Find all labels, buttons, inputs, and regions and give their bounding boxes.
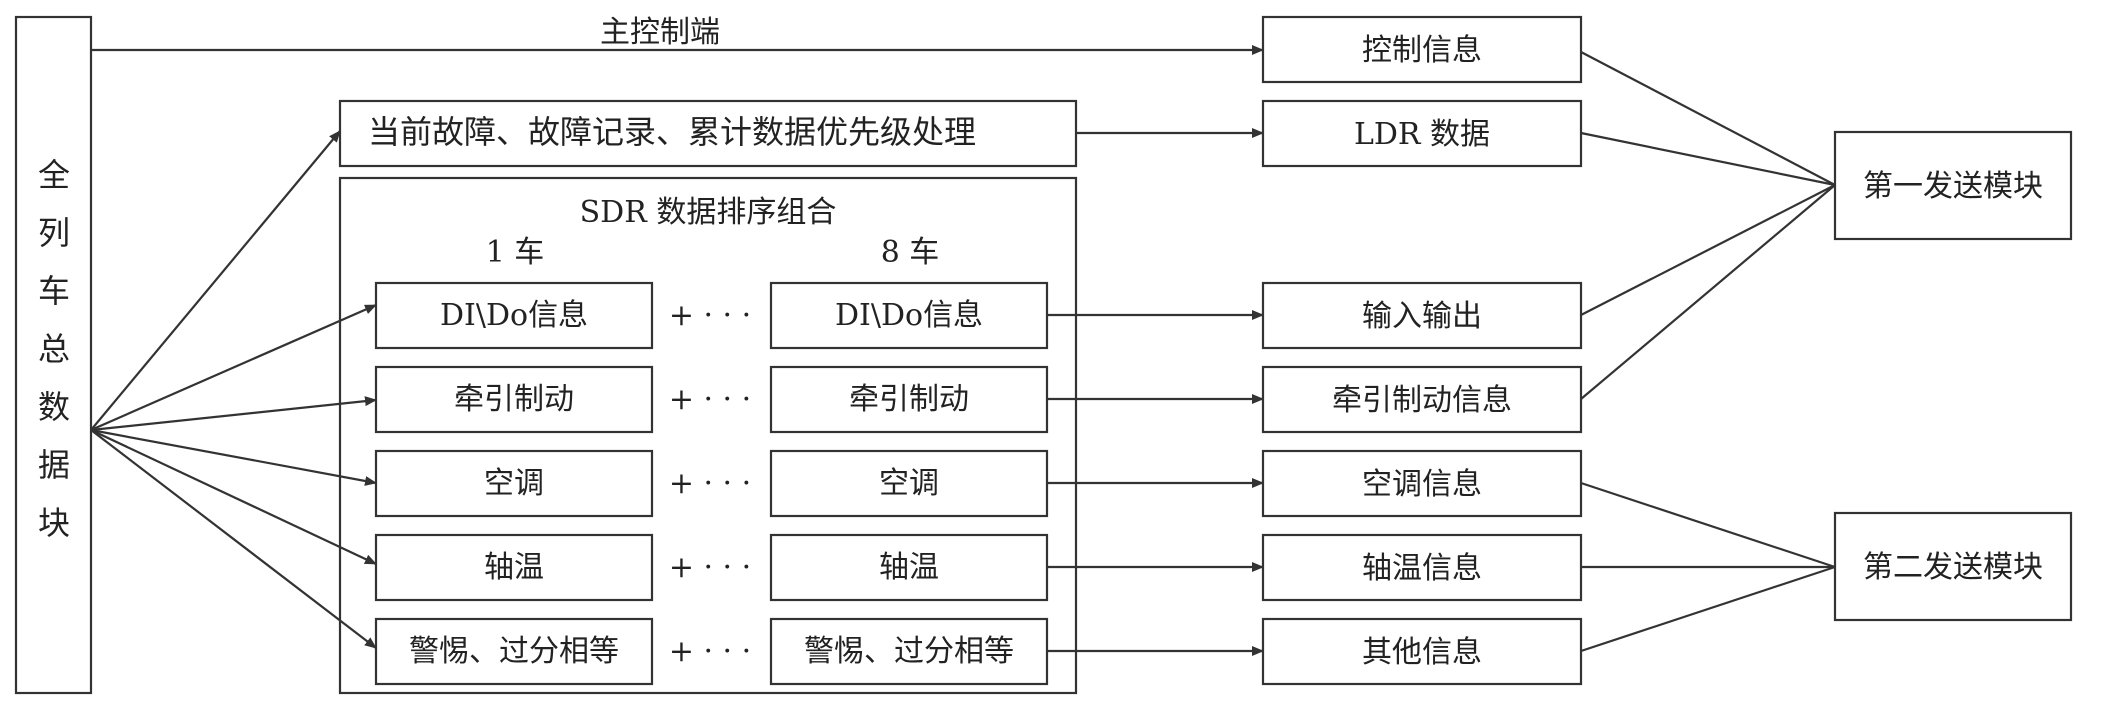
car1-ac-label: 空调 — [484, 466, 544, 501]
car8-axle-temp-box — [769, 533, 1049, 602]
car8-di-do-box — [769, 281, 1049, 350]
line-io-to-first-module — [1580, 184, 1836, 316]
car1-traction-brake-box — [374, 365, 654, 434]
output-control-info-box — [1261, 15, 1583, 84]
line-control-to-first-module — [1580, 51, 1836, 186]
sdr-group: SDR 数据排序组合 1 车 8 车 DI\Do信息 + · · · DI\Do… — [338, 176, 1078, 695]
arrow-to-car1-traction-brake — [90, 396, 377, 432]
sdr-group-title: SDR 数据排序组合 — [580, 195, 837, 230]
output-axle-temp-label: 轴温信息 — [1362, 551, 1482, 586]
source-char: 据 — [38, 446, 70, 484]
output-traction-brake-label: 牵引制动信息 — [1332, 383, 1512, 418]
top-link-label: 主控制端 — [600, 15, 720, 50]
arrow-to-car1-ac — [90, 428, 377, 486]
ellipsis: + · · · — [669, 382, 751, 417]
source-char: 数 — [38, 388, 70, 426]
car1-traction-brake-label: 牵引制动 — [454, 382, 574, 417]
line-traction-to-first-module — [1580, 184, 1836, 400]
source-char: 块 — [38, 504, 70, 542]
output-ldr-data-box — [1261, 99, 1583, 168]
car1-vigilance-label: 警惕、过分相等 — [409, 634, 619, 669]
source-block: 全 列 车 总 数 据 块 — [14, 15, 93, 695]
priority-box-label: 当前故障、故障记录、累计数据优先级处理 — [368, 113, 976, 151]
output-traction-brake-box — [1261, 365, 1583, 434]
car8-vigilance-box — [769, 617, 1049, 686]
first-send-module-label: 第一发送模块 — [1863, 169, 2043, 204]
car8-traction-brake-label: 牵引制动 — [849, 382, 969, 417]
ellipsis: + · · · — [669, 298, 751, 333]
output-ldr-data-label: LDR 数据 — [1354, 117, 1490, 152]
source-char: 全 — [38, 156, 70, 194]
car8-ac-box — [769, 449, 1049, 518]
priority-box: 当前故障、故障记录、累计数据优先级处理 — [338, 99, 1078, 168]
output-io-box — [1261, 281, 1583, 350]
car1-di-do-box — [374, 281, 654, 350]
arrow-to-car1-axle-temp — [90, 429, 377, 565]
output-boxes: 控制信息 LDR 数据 输入输出 牵引制动信息 空调信息 轴温信息 其他信息 — [1261, 15, 1583, 686]
source-char: 总 — [38, 330, 70, 368]
output-control-info-label: 控制信息 — [1362, 33, 1482, 68]
ellipsis: + · · · — [669, 550, 751, 585]
source-char: 车 — [38, 272, 70, 310]
output-ac-label: 空调信息 — [1362, 467, 1482, 502]
car8-vigilance-label: 警惕、过分相等 — [804, 634, 1014, 669]
send-modules: 第一发送模块 第二发送模块 — [1833, 130, 2073, 622]
output-ac-box — [1261, 449, 1583, 518]
col-first-label: 1 车 — [486, 235, 545, 270]
second-send-module-box — [1833, 511, 2073, 622]
car1-vigilance-box — [374, 617, 654, 686]
car1-axle-temp-box — [374, 533, 654, 602]
ellipsis: + · · · — [669, 466, 751, 501]
arrow-to-car1-di-do — [90, 303, 377, 432]
line-ac-to-second-module — [1580, 481, 1836, 569]
car8-traction-brake-box — [769, 365, 1049, 434]
car1-axle-temp-label: 轴温 — [484, 550, 544, 585]
second-send-module-label: 第二发送模块 — [1863, 550, 2043, 585]
arrow-to-priority-box — [90, 130, 341, 431]
car8-axle-temp-label: 轴温 — [879, 550, 939, 585]
car1-ac-box — [374, 449, 654, 518]
output-io-label: 输入输出 — [1362, 299, 1482, 334]
line-other-to-second-module — [1580, 565, 1836, 653]
source-char: 列 — [38, 214, 70, 252]
output-other-box — [1261, 617, 1583, 686]
output-other-label: 其他信息 — [1362, 635, 1482, 670]
col-last-label: 8 车 — [881, 235, 940, 270]
car8-ac-label: 空调 — [879, 466, 939, 501]
line-ldr-to-first-module — [1580, 131, 1836, 187]
first-send-module-box — [1833, 130, 2073, 241]
car1-di-do-label: DI\Do信息 — [440, 298, 588, 333]
arrow-to-car1-vigilance — [90, 429, 377, 649]
ellipsis: + · · · — [669, 634, 751, 669]
car8-di-do-label: DI\Do信息 — [835, 298, 983, 333]
